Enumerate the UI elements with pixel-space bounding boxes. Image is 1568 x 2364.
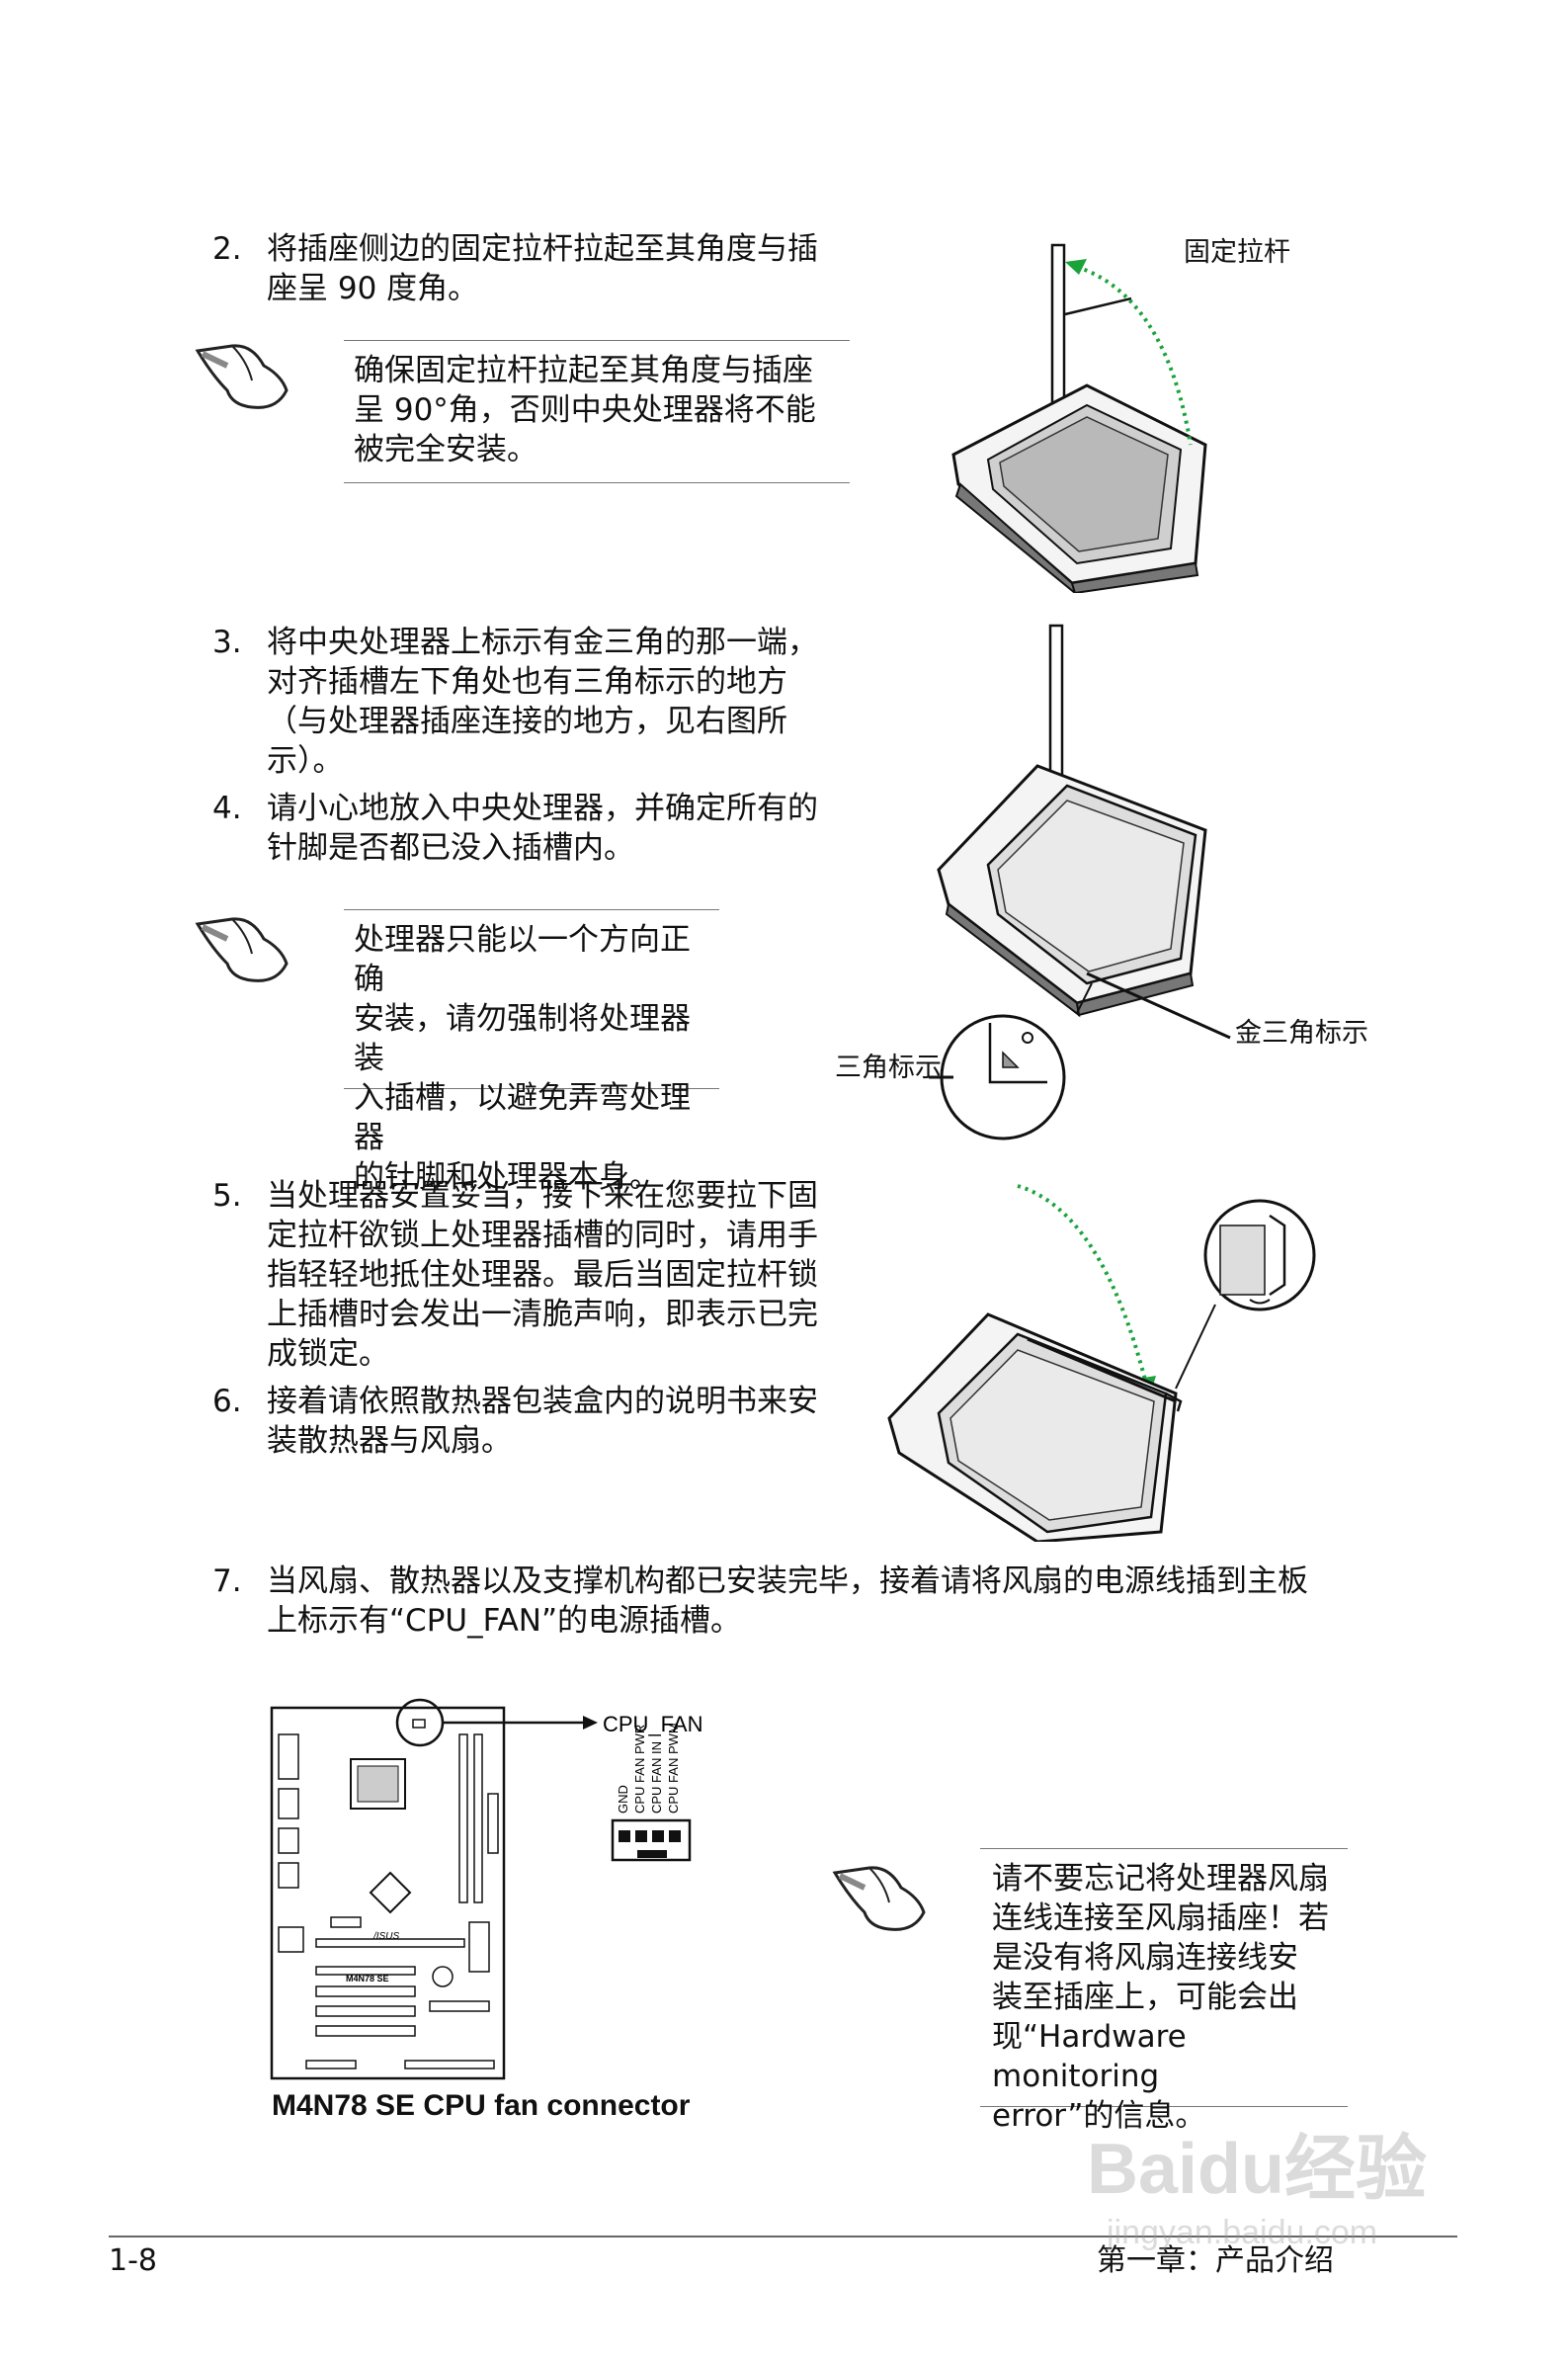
note-text: 处理器只能以一个方向正确 安装，请勿强制将处理器装 入插槽，以避免弄弯处理器 的… [354, 922, 691, 1195]
note-box: 处理器只能以一个方向正确 安装，请勿强制将处理器装 入插槽，以避免弄弯处理器 的… [344, 909, 719, 1195]
step-text: 请小心地放入中央处理器，并确定所有的 针脚是否都已没入插槽内。 [267, 791, 818, 866]
step-4: 4. 请小心地放入中央处理器，并确定所有的 针脚是否都已没入插槽内。 [212, 789, 865, 868]
motherboard-figure: /ISUS M4N78 SE CPU_FAN GND CPU FAN PWR C… [270, 1698, 702, 2080]
note-box: 确保固定拉杆拉起至其角度与插座 呈 90°角，否则中央处理器将不能 被完全安装。 [344, 340, 850, 483]
step-number: 4. [212, 791, 242, 826]
pin-label-cpu-fan-pwr: CPU FAN PWR [632, 1725, 647, 1814]
page-number: 1-8 [109, 2243, 157, 2278]
pin-label-cpu-fan-pwm: CPU FAN PWM [666, 1723, 681, 1814]
watermark-brand: Baidu经验 [1087, 2130, 1428, 2209]
footer-divider [109, 2236, 1457, 2237]
note-text: 请不要忘记将处理器风扇 连线连接至风扇插座！若 是没有将风扇连接线安 装至插座上… [992, 1861, 1329, 2134]
step-text: 将插座侧边的固定拉杆拉起至其角度与插 座呈 90 度角。 [267, 231, 818, 306]
socket-lever-raised-figure [951, 243, 1207, 593]
note-box: 请不要忘记将处理器风扇 连线连接至风扇插座！若 是没有将风扇连接线安 装至插座上… [980, 1848, 1348, 2134]
pointing-hand-icon [195, 344, 289, 409]
step-text: 当风扇、散热器以及支撑机构都已安装完毕，接着请将风扇的电源线插到主板 上标示有“… [267, 1563, 1308, 1639]
watermark-url: jingyan.baidu.com [1107, 2214, 1378, 2251]
board-model: M4N78 SE [346, 1974, 389, 1984]
chapter-title: 第一章：产品介绍 [1097, 2243, 1334, 2278]
step-5: 5. 当处理器安置妥当，接下来在您要拉下固 定拉杆欲锁上处理器插槽的同时，请用手… [212, 1176, 865, 1374]
step-text: 接着请依照散热器包装盒内的说明书来安 装散热器与风扇。 [267, 1384, 818, 1459]
step-number: 6. [212, 1384, 242, 1419]
pointing-hand-icon [195, 917, 289, 982]
figure-caption: M4N78 SE CPU fan connector [272, 2089, 691, 2122]
cpu-placement-figure [929, 624, 1231, 1140]
step-6: 6. 接着请依照散热器包装盒内的说明书来安 装散热器与风扇。 [212, 1382, 865, 1461]
board-logo: /ISUS [372, 1931, 399, 1942]
pin-label-gnd: GND [616, 1785, 630, 1814]
pin-label-cpu-fan-in: CPU FAN IN [649, 1741, 664, 1814]
step-3: 3. 将中央处理器上标示有金三角的那一端， 对齐插槽左下角处也有三角标示的地方 … [212, 623, 865, 781]
step-number: 5. [212, 1178, 242, 1214]
step-text: 当处理器安置妥当，接下来在您要拉下固 定拉杆欲锁上处理器插槽的同时，请用手 指轻… [267, 1178, 818, 1372]
step-7: 7. 当风扇、散热器以及支撑机构都已安装完毕，接着请将风扇的电源线插到主板 上标… [212, 1562, 1398, 1641]
pointing-hand-icon [832, 1866, 926, 1931]
lever-label: 固定拉杆 [1184, 237, 1290, 268]
lever-lock-figure [887, 1184, 1316, 1542]
cpu-fan-label: CPU_FAN [603, 1712, 702, 1736]
note-text: 确保固定拉杆拉起至其角度与插座 呈 90°角，否则中央处理器将不能 被完全安装。 [354, 353, 816, 467]
step-number: 3. [212, 625, 242, 660]
gold-triangle-label: 金三角标示 [1235, 1018, 1368, 1049]
step-2: 2. 将插座侧边的固定拉杆拉起至其角度与插 座呈 90 度角。 [212, 229, 865, 308]
step-number: 7. [212, 1563, 242, 1599]
triangle-mark-label: 三角标示 [835, 1053, 942, 1083]
step-number: 2. [212, 231, 242, 267]
step-text: 将中央处理器上标示有金三角的那一端， 对齐插槽左下角处也有三角标示的地方 （与处… [267, 625, 818, 779]
baidu-watermark: Baidu经验 jingyan.baidu.com [1087, 2125, 1472, 2342]
